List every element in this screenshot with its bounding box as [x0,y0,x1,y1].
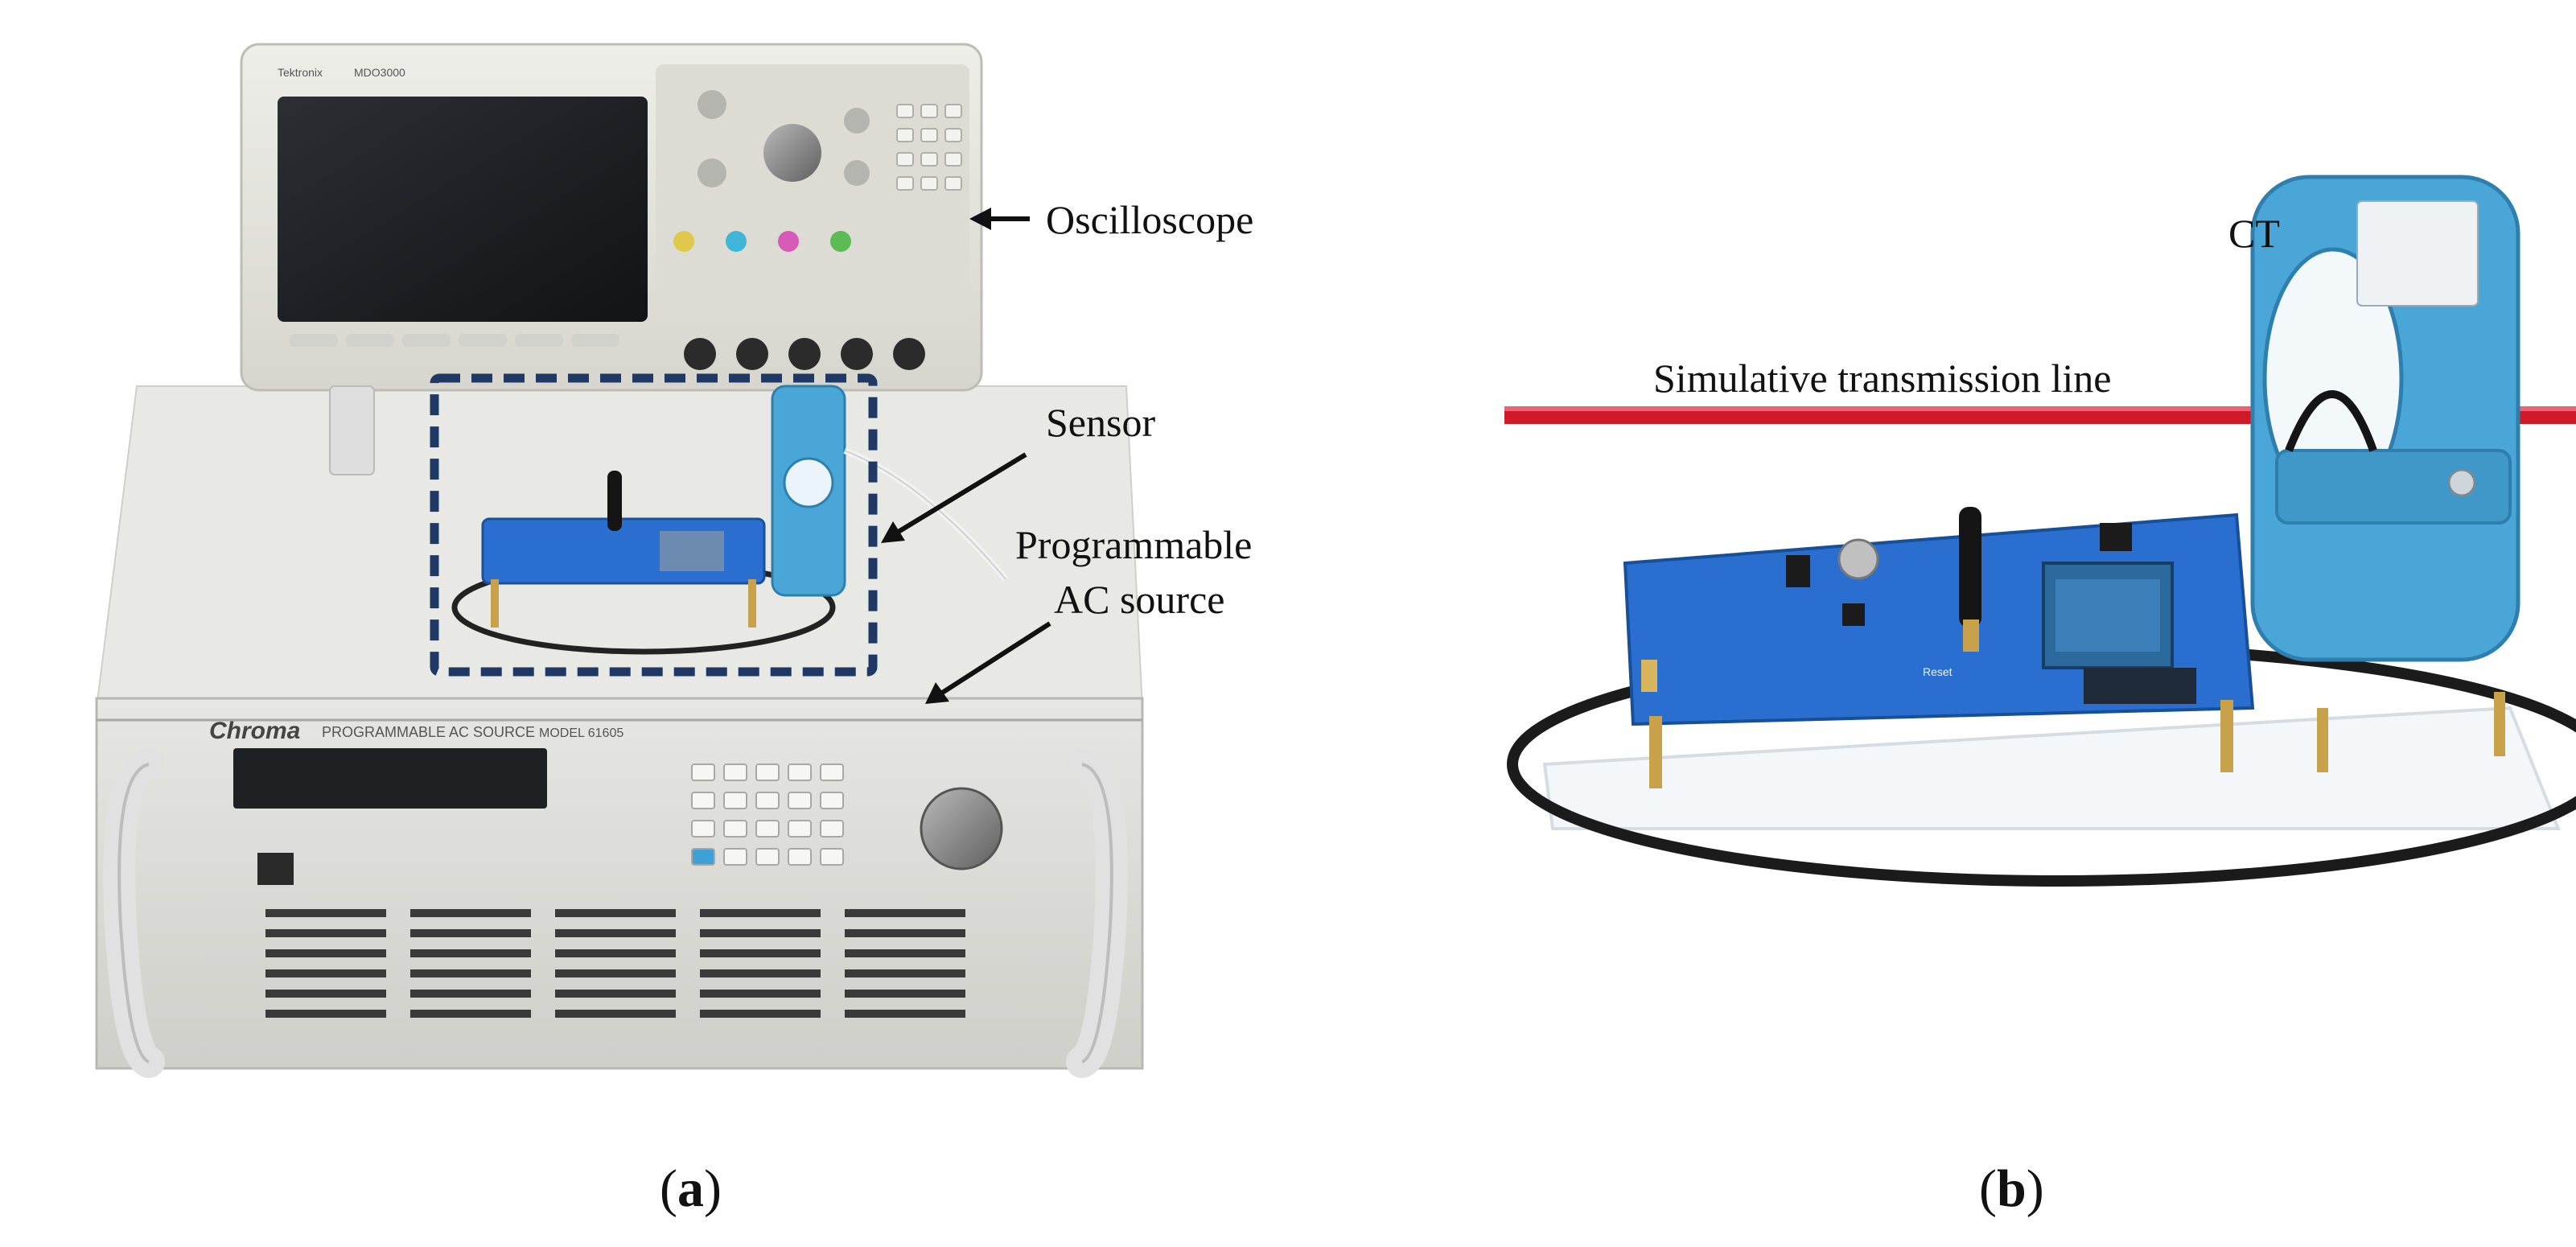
pcb-reset-text: Reset [1923,665,1953,678]
panel-b: Reset CT Simulative transmission line (b… [1287,0,2576,1247]
ac-source: Chroma PROGRAMMABLE AC SOURCE MODEL 6160… [95,697,1144,1078]
source-title-text: PROGRAMMABLE AC SOURCE [322,724,535,740]
label-programmable: Programmable [1015,522,1253,567]
label-oscilloscope: Oscilloscope [1046,197,1254,242]
sensor-highlight-box [430,373,878,677]
photo-test-setup: Tektronix MDO3000 Chroma PR [95,43,1144,1078]
oscilloscope: Tektronix MDO3000 [240,43,983,475]
caption-b: (b) [1979,1159,2044,1218]
sensor-assembly [451,385,1009,655]
scope-brand-text: Tektronix [278,66,323,79]
annotation-arrows [881,208,1051,704]
panel-a: Tektronix MDO3000 Chroma PR [0,0,1287,1247]
label-ct: CT [2228,211,2280,256]
label-ac-source: AC source [1054,577,1225,622]
caption-b-letter: b [1996,1159,2027,1218]
source-model-text: MODEL 61605 [539,726,623,740]
scope-model-text: MDO3000 [354,66,405,79]
acrylic-base [1542,706,2561,830]
caption-a-letter: a [677,1159,704,1218]
ct-device [2250,175,2520,772]
source-brand-text: Chroma [209,718,300,744]
caption-a: (a) [660,1159,722,1218]
sensor-pcb: Reset [1623,507,2255,788]
photo-sensor-closeup: Reset [1504,175,2576,887]
label-sensor: Sensor [1046,400,1156,445]
source-knob [920,787,1003,870]
label-transmission-line: Simulative transmission line [1653,356,2112,401]
